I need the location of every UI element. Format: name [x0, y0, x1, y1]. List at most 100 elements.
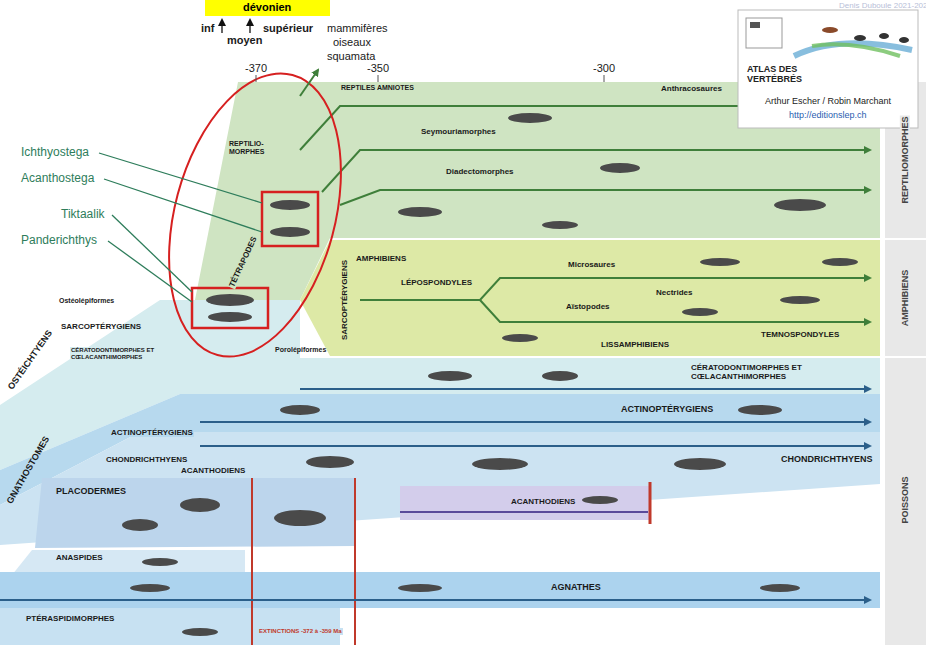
- animal-figure: [502, 334, 538, 342]
- time-mark: -370: [244, 62, 268, 75]
- node-text: ATLAS DES VERTÉBRÉS: [746, 64, 820, 85]
- node-text: PLACODERMES: [55, 486, 127, 496]
- animal-figure: [774, 199, 826, 211]
- animal-figure: [582, 496, 618, 504]
- animal-figure: [122, 519, 158, 531]
- animal-figure: [738, 405, 782, 415]
- taxon-label: ACANTHODIENS: [180, 466, 246, 475]
- taxon-label: CHONDRICHTHYENS: [105, 455, 188, 464]
- node-text: Microsaures: [567, 260, 616, 269]
- animal-figure: [270, 227, 310, 237]
- agnath-band: [0, 572, 880, 608]
- extinction-line: [354, 478, 356, 645]
- lineage-line: [322, 150, 870, 192]
- time-tick: [604, 75, 605, 82]
- highlight-box: [262, 192, 318, 246]
- lineage-line: [300, 388, 870, 390]
- animal-figure: [508, 113, 552, 123]
- highlight-box: [192, 288, 268, 328]
- node-text: LISSAMPHIBIENS: [600, 340, 670, 349]
- pointer-arrow: [221, 20, 222, 33]
- taxon-label: CÉRATODONTIMORPHES ET CŒLACANTHIMORPHES: [70, 347, 162, 361]
- lineage-line: [200, 445, 870, 447]
- animal-figure: [822, 258, 858, 266]
- taxon-label: PTÉRASPIDIMORPHES: [25, 614, 115, 623]
- group-label: squamata: [326, 50, 376, 63]
- node-text: Aïstopodes: [565, 302, 611, 311]
- taxon-band: AMPHIBIENSLÉPOSPONDYLESMicrosauresNectri…: [330, 240, 880, 356]
- time-mark: -300: [592, 62, 616, 75]
- node-text: LÉPOSPONDYLES: [400, 278, 473, 287]
- animal-figure: [130, 584, 170, 592]
- book-cover-art: [794, 43, 912, 56]
- taxon-label: SARCOPTÉRYGIENS: [340, 259, 349, 341]
- leader-line: [99, 153, 262, 203]
- lineage-line: [400, 511, 648, 513]
- book-cover-art: [812, 44, 900, 56]
- node-text: ACTINOPTÉRYGIENS: [620, 404, 714, 414]
- lineage-line: [0, 599, 870, 601]
- animal-figure: [398, 584, 442, 592]
- strip-divider: [885, 356, 926, 358]
- strip-divider: [885, 238, 926, 240]
- animal-figure: [542, 221, 578, 229]
- node-text: ACANTHODIENS: [510, 497, 576, 506]
- book-logo: [746, 18, 782, 48]
- animal-figure: [780, 296, 820, 304]
- placoderm-band: [35, 478, 355, 548]
- leader-line: [108, 241, 192, 302]
- animal-figure: [306, 456, 354, 468]
- node-text: Arthur Escher / Robin Marchant: [764, 96, 892, 106]
- amphibian-band: [300, 240, 880, 356]
- time-tick: [256, 75, 257, 82]
- species-label: Tiktaalik: [60, 208, 106, 222]
- taxon-band: CHONDRICHTHYENS: [140, 432, 880, 484]
- taxon-label: Porolépiformes: [274, 346, 327, 354]
- taxon-band: CÉRATODONTIMORPHES ET CŒLACANTHIMORPHES: [300, 358, 880, 394]
- group-label: oiseaux: [332, 36, 372, 49]
- node-text: TEMNOSPONDYLES: [760, 330, 840, 339]
- side-title: AMPHIBIENS: [900, 269, 910, 328]
- animal-figure: [142, 558, 178, 566]
- leader-line: [112, 215, 192, 292]
- species-label: Acanthostega: [20, 172, 95, 186]
- group-label: mammifères: [326, 22, 389, 35]
- lineage-line: [480, 300, 870, 322]
- book-logo: [750, 22, 760, 28]
- animal-figure: [280, 405, 320, 415]
- node-text: CÉRATODONTIMORPHES ET CŒLACANTHIMORPHES: [690, 363, 842, 381]
- taxon-label: REPTILIO-MORPHES: [228, 140, 275, 156]
- bird-figure: [879, 33, 889, 39]
- animal-figure: [682, 308, 718, 316]
- highlight-ellipse: [140, 54, 370, 376]
- node-text: dévonien: [242, 1, 292, 14]
- taxon-band: REPTILES AMNIOTESAnthracosauresSeymouria…: [245, 82, 880, 238]
- taxon-label: ACTINOPTÉRYGIENS: [110, 428, 194, 437]
- acanth-band: [400, 486, 650, 520]
- inset-frame: [738, 10, 918, 128]
- bird-figure: [854, 35, 866, 41]
- watermark: Denis Duboule 2021-2022: [838, 1, 926, 10]
- period-bar: dévonien: [205, 0, 330, 16]
- side-title: POISSONS: [900, 475, 910, 524]
- pteraspid-band: [0, 608, 340, 645]
- animal-figure: [180, 498, 220, 512]
- extinction-line: [251, 478, 253, 645]
- node-text: Anthracosaures: [660, 84, 723, 93]
- taxon-label: ANASPIDES: [55, 553, 104, 562]
- extinction-note: EXTINCTIONS -372 à -359 Ma: [258, 628, 343, 635]
- animal-figure: [600, 163, 640, 173]
- period-label: moyen: [226, 34, 263, 47]
- animal-figure: [542, 371, 578, 381]
- bird-figure: [899, 37, 909, 43]
- node-text: AGNATHES: [550, 582, 602, 592]
- node-text: CHONDRICHTHYENS: [780, 454, 874, 464]
- animal-figure: [270, 200, 310, 210]
- book-inset: ATLAS DES VERTÉBRÉS Arthur Escher / Robin…: [738, 10, 918, 128]
- animal-figure: [700, 258, 740, 266]
- leader-line: [104, 179, 262, 232]
- animal-figure: [760, 584, 800, 592]
- node-text: Nectrides: [655, 288, 693, 297]
- species-label: Panderichthys: [20, 234, 98, 248]
